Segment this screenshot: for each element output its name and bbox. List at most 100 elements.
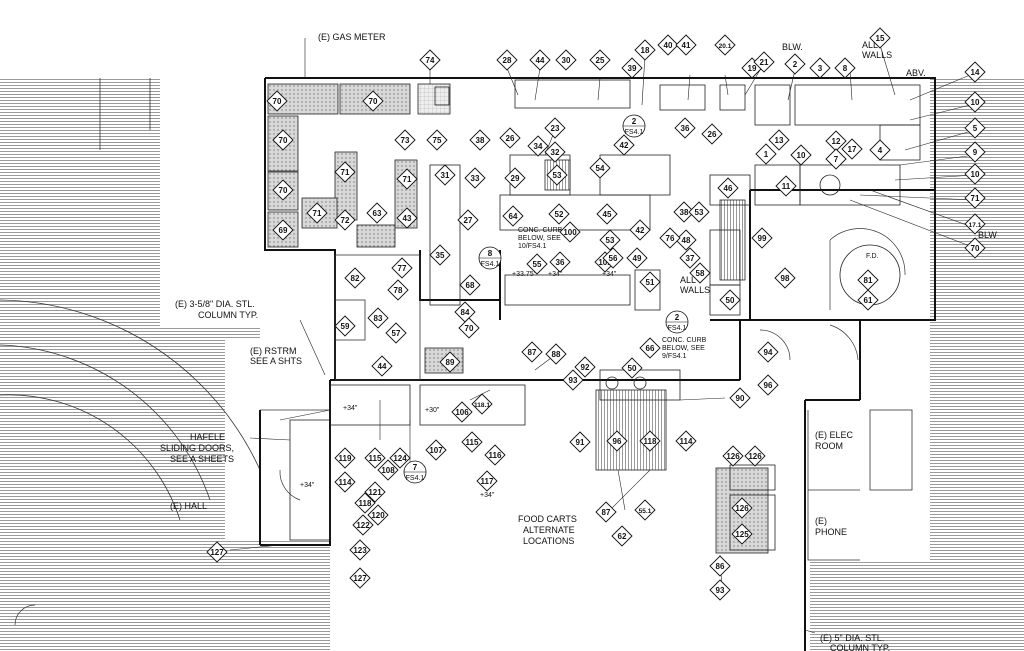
equipment-tag: 15	[869, 27, 891, 49]
svg-text:123: 123	[353, 546, 367, 555]
equipment-tag: 118	[639, 430, 661, 452]
svg-text:51: 51	[646, 278, 655, 287]
equipment-tag: 70	[458, 317, 480, 339]
svg-text:87: 87	[602, 508, 611, 517]
svg-text:31: 31	[441, 171, 450, 180]
svg-text:33: 33	[471, 174, 480, 183]
svg-text:55: 55	[533, 260, 542, 269]
note-all-walls-mid: ALL	[680, 275, 696, 285]
equipment-tag: 74	[419, 49, 441, 71]
equipment-tag: 115	[461, 431, 483, 453]
equipment-tag: 90	[729, 387, 751, 409]
note-gas-meter: (E) GAS METER	[318, 32, 386, 42]
svg-text:5: 5	[973, 124, 978, 133]
equipment-tag: 69	[272, 219, 294, 241]
svg-text:99: 99	[758, 234, 767, 243]
svg-text:70: 70	[279, 136, 288, 145]
svg-text:107: 107	[429, 446, 443, 455]
equipment-tag: 96	[757, 374, 779, 396]
equipment-tag: 14	[964, 61, 986, 83]
equipment-tag: 1	[755, 143, 777, 165]
equipment-tag: 44	[529, 49, 551, 71]
note-hafele-2: SLIDING DOORS,	[160, 443, 234, 453]
equipment-tag: 83	[367, 307, 389, 329]
svg-text:83: 83	[374, 314, 383, 323]
svg-text:12: 12	[832, 137, 841, 146]
svg-text:91: 91	[576, 438, 585, 447]
note-column5-1: (E) 5" DIA. STL.	[820, 633, 884, 643]
equipment-tag: 70	[266, 90, 288, 112]
equipment-tag: 56	[602, 247, 624, 269]
svg-text:34: 34	[534, 142, 543, 151]
equipment-tag: 45	[596, 203, 618, 225]
svg-text:114: 114	[339, 478, 352, 487]
svg-text:28: 28	[503, 56, 512, 65]
svg-text:87: 87	[528, 348, 537, 357]
svg-text:115: 115	[369, 454, 382, 463]
svg-text:58: 58	[696, 269, 705, 278]
note-column5-2: COLUMN TYP.	[830, 643, 890, 651]
equipment-tag: 4	[869, 139, 891, 161]
dim-label: +34"	[343, 405, 358, 412]
equipment-tag: 53	[546, 164, 568, 186]
equipment-tag: 68	[459, 274, 481, 296]
equipment-tag: 106	[451, 401, 473, 423]
svg-text:89: 89	[446, 358, 455, 367]
svg-text:101: 101	[598, 258, 612, 267]
note-elec-2: ROOM	[815, 441, 843, 451]
svg-text:68: 68	[466, 281, 475, 290]
equipment-tag: 100	[559, 221, 581, 243]
door-swings	[14, 228, 906, 626]
equipment-tag: 35	[429, 244, 451, 266]
svg-text:124: 124	[393, 454, 407, 463]
equipment-tag: 27	[457, 209, 479, 231]
svg-text:63: 63	[373, 209, 382, 218]
note-all-walls-top-2: WALLS	[862, 50, 892, 60]
svg-text:81: 81	[864, 276, 873, 285]
svg-text:96: 96	[764, 381, 773, 390]
svg-text:70: 70	[273, 97, 282, 106]
equipment-tag: 70	[964, 237, 986, 259]
svg-text:70: 70	[465, 324, 474, 333]
equipment-tag: 98	[774, 267, 796, 289]
svg-text:FS4.1: FS4.1	[406, 475, 425, 482]
note-curb-b-1: CONC. CURB	[662, 337, 707, 344]
equipment-tag: 115	[364, 447, 386, 469]
svg-text:50: 50	[726, 296, 735, 305]
equipment-tag: 92	[574, 356, 596, 378]
equipment-tag: 119	[334, 447, 356, 469]
equipment-tag: 50	[621, 357, 643, 379]
equipment-tag: 42	[613, 134, 635, 156]
equipment-tag: 118.1	[471, 393, 493, 415]
note-curb-a-1: CONC. CURB	[518, 227, 563, 234]
svg-text:8: 8	[843, 64, 848, 73]
svg-text:53: 53	[606, 236, 615, 245]
equipment-tag: 117	[476, 470, 498, 492]
hall-arcs	[0, 299, 261, 521]
svg-text:7: 7	[834, 155, 839, 164]
svg-text:8: 8	[488, 249, 493, 258]
equipment-tag: 87	[521, 341, 543, 363]
equipment-tag: 127	[349, 567, 371, 589]
svg-text:35: 35	[436, 251, 445, 260]
equipment-tag: 78	[387, 279, 409, 301]
equipment-tag: 93	[562, 369, 584, 391]
equipment-tag: 41	[675, 34, 697, 56]
svg-text:38: 38	[680, 208, 689, 217]
note-blw-top: BLW.	[782, 42, 803, 52]
svg-text:118.1: 118.1	[474, 402, 490, 409]
svg-text:116: 116	[489, 451, 502, 460]
svg-text:117: 117	[481, 477, 494, 486]
equipment-tag: 28	[496, 49, 518, 71]
equipment-tag: 2	[784, 53, 806, 75]
svg-text:10: 10	[971, 170, 980, 179]
equipment-tag: 36	[674, 117, 696, 139]
equipment-tag: 116	[484, 444, 506, 466]
note-curb-a-2: BELOW, SEE	[518, 235, 561, 242]
svg-text:88: 88	[552, 350, 561, 359]
svg-text:54: 54	[596, 164, 605, 173]
equipment-tag: 63	[366, 202, 388, 224]
equipment-tag: 107	[425, 439, 447, 461]
equipment-tag: 86	[709, 555, 731, 577]
